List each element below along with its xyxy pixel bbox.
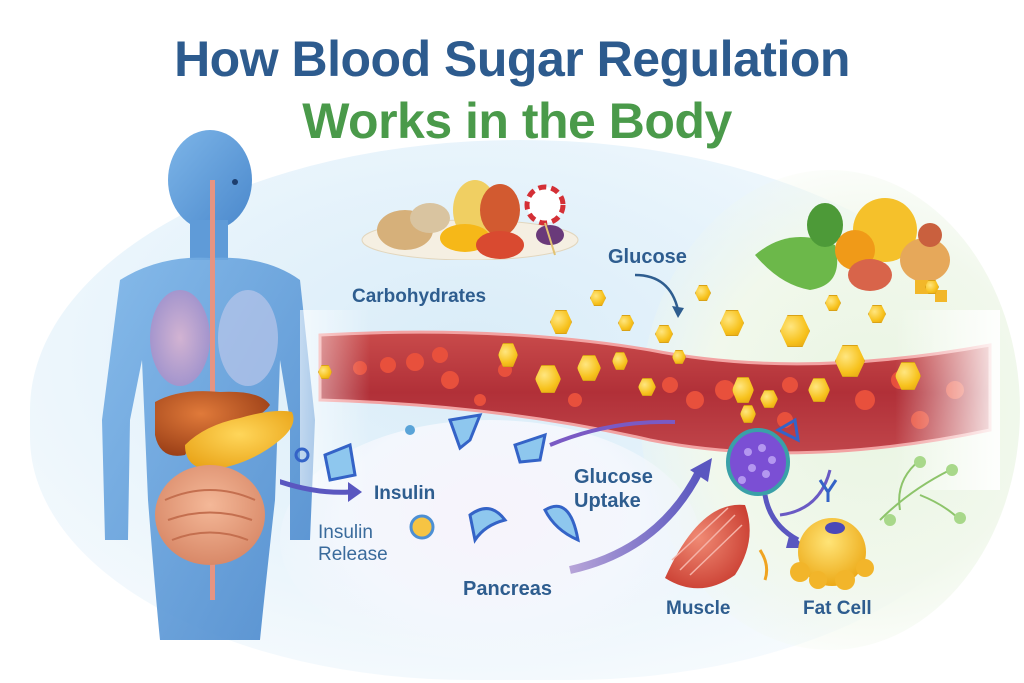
biscuit-icon [900,238,950,282]
glucose-molecule [835,345,865,377]
berries-icon [848,259,892,291]
glucose-molecule [618,315,634,331]
healthy-food-plate [755,198,950,302]
insulin-release-line-2: Release [318,543,388,565]
glucose-uptake-label: Glucose Uptake [574,465,653,513]
glucose-uptake-line-1: Glucose [574,466,653,488]
insulin-release-line-1: Insulin [318,522,373,543]
insulin-star [409,514,435,540]
glucose-molecule [318,365,332,379]
glucose-label: Glucose [608,246,687,268]
glucose-molecule [732,377,754,403]
glucose-molecule [655,325,673,343]
intestines [155,465,265,565]
human-body-figure [102,130,315,640]
pancreas-label: Pancreas [463,578,552,600]
insulin-receptor-cell [726,428,790,496]
glucose-molecule [760,390,778,408]
glucose-molecule [577,355,601,381]
potato-icon [410,203,450,233]
glucose-molecule [498,343,518,367]
glucose-molecule [808,378,830,402]
glucose-molecule [672,350,686,364]
glucose-molecule [695,285,711,301]
glucose-molecule [612,352,628,370]
left-lung [150,290,210,386]
glucose-molecule [825,295,841,311]
pancreas-organ [185,410,294,470]
lollipop-icon [524,184,566,226]
glucose-molecule [638,378,656,396]
glucose-molecule [550,310,572,334]
muscle-tissue [665,504,750,589]
greens-icon [755,237,838,290]
carbohydrates-food-plate [361,180,579,260]
right-lung [218,290,278,386]
muscle-label: Muscle [666,598,731,619]
insulin-release-label: Insulin Release [318,522,388,566]
fat-cell [798,518,866,586]
liver [155,391,270,456]
blood-vessel [300,310,1000,490]
title-line-1: How Blood Sugar Regulation [174,31,850,87]
insulin-molecules [294,413,580,544]
title-line-2: Works in the Body [302,93,732,149]
pancreas-to-insulin-arrow [280,479,351,495]
glucose-molecule [720,310,744,336]
grapes-icon [536,225,564,245]
glucose-molecule [740,405,756,423]
glucose-molecule [925,280,939,294]
glucose-uptake-line-2: Uptake [574,490,641,512]
glucose-molecule [590,290,606,306]
esophagus [210,180,215,600]
glucose-molecule [868,305,886,323]
fat-cell-label: Fat Cell [803,598,872,619]
insulin-y-receptor [818,479,838,502]
apple-icon [480,184,520,236]
glucose-uptake-arrow [569,468,704,574]
insulin-pathway-art [280,413,966,590]
insulin-label: Insulin [374,483,436,504]
carbohydrates-label: Carbohydrates [352,286,487,307]
glucose-molecule [780,315,810,347]
tomato-icon [476,231,524,259]
